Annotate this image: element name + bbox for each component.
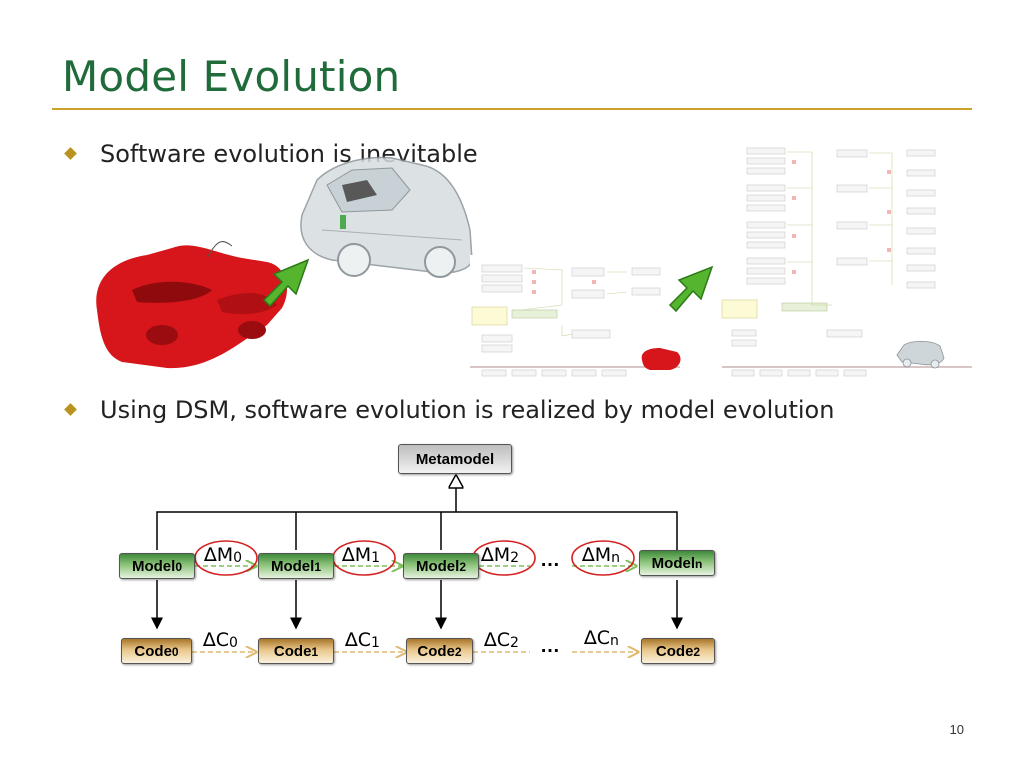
delta-subscript: 1 (371, 550, 381, 566)
code-subscript: 2 (693, 645, 701, 659)
title-divider (52, 108, 972, 110)
model-diagram-screenshot (470, 255, 681, 380)
evolved-model-diagram-screenshot (721, 145, 972, 380)
green-arrow-icon (668, 265, 714, 313)
gray-transparent-car-image (300, 156, 473, 278)
page-number: 10 (949, 722, 964, 737)
code-delta-label: ∆C1 (345, 629, 380, 651)
code-label: Code (134, 642, 172, 660)
model-ellipsis: … (540, 549, 561, 571)
code-subscript: 2 (454, 645, 462, 659)
delta-subscript: 1 (370, 635, 380, 651)
bullet-diamond-icon (64, 147, 77, 160)
code-delta-label: ∆Cn (584, 627, 619, 649)
model-subscript: 0 (175, 560, 183, 574)
metamodel-conformance-lines (156, 476, 678, 550)
code-generation-arrows (151, 580, 683, 630)
delta-subscript: 0 (228, 635, 238, 651)
model-delta-label: ∆M0 (204, 544, 242, 566)
metamodel-label: Metamodel (415, 450, 495, 468)
delta-subscript: n (611, 550, 620, 566)
delta-symbol: ∆C (584, 627, 610, 649)
delta-subscript: n (609, 633, 619, 649)
delta-symbol: ∆M (342, 544, 372, 566)
code-subscript: 0 (171, 645, 179, 659)
delta-symbol: ∆C (203, 629, 229, 651)
green-arrow-icon (262, 258, 310, 308)
delta-symbol: ∆C (345, 629, 371, 651)
red-car-body-image (96, 241, 287, 369)
code-delta-label: ∆C2 (484, 629, 519, 651)
model-delta-label: ∆M1 (342, 544, 380, 566)
bullet-text: Using DSM, software evolution is realize… (100, 396, 835, 424)
code-label: Code (273, 642, 312, 660)
bullet-diamond-icon (64, 403, 77, 416)
delta-symbol: ∆M (481, 544, 511, 566)
model-label: Model (270, 557, 315, 575)
delta-symbol: ∆M (582, 544, 612, 566)
delta-subscript: 2 (510, 550, 520, 566)
metamodel-node: Metamodel (398, 444, 512, 474)
model-label: Model (415, 557, 460, 575)
model-delta-label: ∆Mn (582, 544, 620, 566)
evolution-illustration (96, 145, 972, 380)
code-label: Code (655, 642, 694, 660)
code-ellipsis: … (540, 635, 561, 657)
model-delta-label: ∆M2 (481, 544, 519, 566)
model-subscript: n (695, 557, 703, 571)
code-delta-label: ∆C0 (203, 629, 238, 651)
model-label: Model (131, 557, 176, 575)
model-subscript: 1 (314, 560, 322, 574)
delta-symbol: ∆C (484, 629, 510, 651)
model-label: Model (651, 554, 695, 572)
delta-symbol: ∆M (204, 544, 234, 566)
code-subscript: 1 (311, 645, 319, 659)
code-label: Code (417, 642, 455, 660)
delta-subscript: 2 (509, 635, 519, 651)
slide-title: Model Evolution (62, 52, 401, 101)
delta-subscript: 0 (233, 550, 243, 566)
model-subscript: 2 (459, 560, 467, 574)
